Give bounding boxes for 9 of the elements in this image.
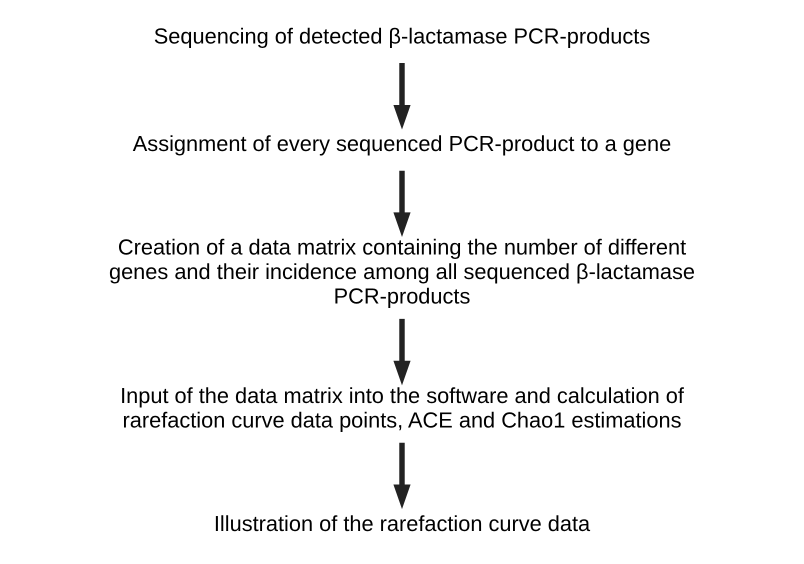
node-text: Sequencing of detected β-lactamase PCR-products	[154, 24, 650, 49]
node-text: Creation of a data matrix containing the number of different genes and their incidence among all sequenced β-lactamase PCR-products	[108, 234, 696, 309]
arrow	[393, 62, 411, 130]
node-text: Input of the data matrix into the software and calculation of rarefaction curve data points, ACE and Chao1 estimations	[120, 382, 684, 432]
arrow	[393, 442, 411, 510]
node-text: Assignment of every sequenced PCR-product to a gene	[132, 131, 672, 156]
node-text: Illustration of the rarefaction curve data	[214, 510, 590, 536]
arrow	[393, 170, 411, 237]
arrow	[393, 318, 411, 386]
